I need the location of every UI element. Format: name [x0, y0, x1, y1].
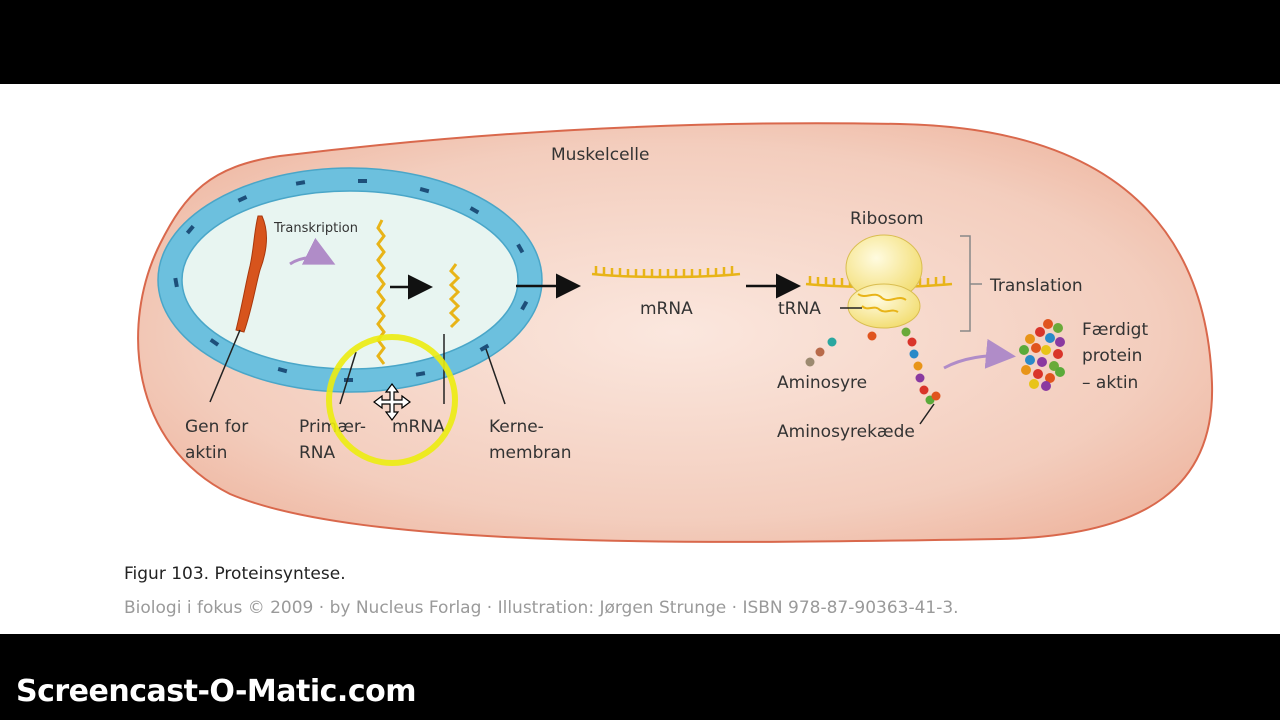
transcription-label: Transkription	[273, 221, 358, 236]
nuclear-mrna	[448, 263, 461, 329]
membrane-pointer	[485, 348, 506, 405]
nuclear-mrna-label: mRNA	[392, 417, 445, 437]
cursor-highlight	[326, 334, 458, 466]
top-letterbox	[0, 0, 1280, 84]
transcription-arrow	[289, 237, 336, 266]
translation-label: Translation	[989, 276, 1083, 296]
finished-protein	[1019, 319, 1065, 391]
move-cursor-icon	[373, 383, 411, 421]
folding-arrow	[943, 338, 1016, 370]
protein-label-line1: Færdigt	[1082, 320, 1148, 340]
primary-rna-label-line2: RNA	[299, 443, 336, 463]
chain-pointer	[919, 403, 935, 425]
figure-credit: Biologi i fokus © 2009 · by Nucleus Forl…	[124, 598, 959, 618]
screencast-watermark: Screencast-O-Matic.com	[16, 674, 416, 709]
ribosome-label: Ribosom	[850, 209, 924, 229]
figure-caption: Figur 103. Proteinsyntese.	[124, 564, 346, 584]
membrane-pores	[173, 179, 529, 382]
membrane-label-line1: Kerne-	[489, 417, 544, 437]
protein-label-line2: protein	[1082, 346, 1142, 366]
cell-label: Muskelcelle	[551, 145, 649, 165]
gene-label-line1: Gen for	[185, 417, 248, 437]
protein-synthesis-diagram: Muskelcelle Transkription	[137, 122, 1214, 543]
free-amino-acids	[805, 337, 837, 367]
cytoplasm-mrna-label: mRNA	[640, 299, 693, 319]
chromosome	[235, 215, 267, 333]
primary-rna-pointer	[339, 351, 357, 405]
ribosome	[845, 234, 923, 329]
trna-label: tRNA	[778, 299, 821, 319]
cytoplasm-mrna	[591, 266, 741, 279]
bottom-letterbox	[0, 634, 1280, 720]
amino-acid-label: Aminosyre	[777, 373, 867, 393]
gene-pointer	[209, 329, 241, 403]
figure-area: Muskelcelle Transkription	[0, 84, 1280, 634]
nucleus	[181, 190, 519, 370]
protein-label-line3: – aktin	[1082, 373, 1138, 393]
amino-acid-chain	[867, 327, 941, 405]
amino-acid-chain-label: Aminosyrekæde	[777, 422, 915, 442]
gene-label-line2: aktin	[185, 443, 227, 463]
membrane-label-line2: membran	[489, 443, 572, 463]
